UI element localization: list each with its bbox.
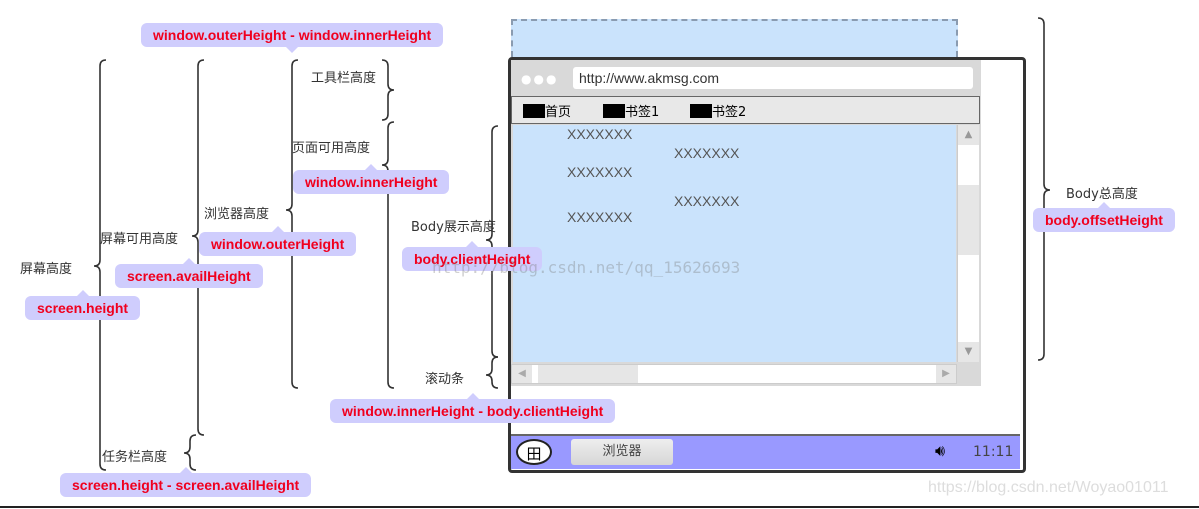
folder-icon [603,104,625,118]
content-text: XXXXXXX [567,126,633,142]
scroll-down-icon[interactable]: ▼ [958,342,979,362]
curly-brace [191,59,205,436]
bookmark-home[interactable]: 首页 [523,101,571,120]
scroll-thumb-h[interactable] [538,365,638,383]
folder-icon [690,104,712,118]
horizontal-scrollbar[interactable]: ◀ ▶ [511,364,957,384]
taskbar-app-browser[interactable]: 浏览器 [571,439,673,465]
curly-brace [1037,17,1051,361]
pill-outer-height: window.outerHeight [199,226,357,256]
label-body-display-height: Body展示高度 [411,220,496,235]
scroll-thumb[interactable] [958,185,979,255]
taskbar: 田 浏览器 🔊︎ 11:11 [511,434,1020,469]
content-text: XXXXXXX [567,209,633,225]
pill-client-height: body.clientHeight [402,241,543,271]
label-avail-height: 屏幕可用高度 [100,232,179,247]
window-dots: ●●● [521,72,559,86]
start-button[interactable]: 田 [516,439,552,465]
pill-screen-minus-avail: screen.height - screen.availHeight [60,467,312,497]
curly-brace [381,121,395,389]
pill-outer-minus-inner: window.outerHeight - window.innerHeight [141,23,444,53]
vertical-scrollbar[interactable]: ▲ ▼ [957,125,979,362]
label-page-usable-height: 页面可用高度 [292,141,371,156]
bookmark-1[interactable]: 书签1 [603,101,659,120]
browser-window: ●●● http://www.akmsg.com 首页 书签1 书签2 XXXX… [511,60,981,386]
watermark: https://blog.csdn.net/Woyao01011 [928,479,1169,496]
watermark: http://blog.csdn.net/qq_15626693 [432,258,741,277]
curly-brace [93,59,107,471]
curly-brace [485,356,499,389]
label-body-total-height: Body总高度 [1066,187,1138,202]
curly-brace [183,434,197,471]
content-text: XXXXXXX [674,193,740,209]
curly-brace [485,125,499,358]
pill-inner-minus-client: window.innerHeight - body.clientHeight [330,393,616,423]
label-browser-height: 浏览器高度 [204,207,270,222]
label-toolbar-height: 工具栏高度 [311,71,377,86]
address-bar[interactable]: http://www.akmsg.com [573,67,973,89]
clock: 11:11 [973,444,1014,460]
pill-screen-height: screen.height [25,290,141,320]
body-overflow-region [511,19,958,57]
label-taskbar-height: 任务栏高度 [102,450,168,465]
content-text: XXXXXXX [567,164,633,180]
bookmark-2[interactable]: 书签2 [690,101,746,120]
speaker-icon[interactable]: 🔊︎ [935,441,946,460]
curly-brace [381,59,395,121]
scroll-up-icon[interactable]: ▲ [958,125,979,145]
bottom-border [0,506,1199,508]
page-content: XXXXXXX XXXXXXX XXXXXXX XXXXXXX XXXXXXX [513,125,956,362]
label-scrollbar: 滚动条 [425,372,465,387]
scroll-right-icon[interactable]: ▶ [936,365,956,383]
folder-icon [523,104,545,118]
curly-brace [285,59,299,389]
pill-inner-height: window.innerHeight [293,164,450,194]
bookmarks-bar: 首页 书签1 书签2 [511,96,980,124]
pill-offset-height: body.offsetHeight [1033,202,1175,232]
content-text: XXXXXXX [674,145,740,161]
pill-avail-height: screen.availHeight [115,258,263,288]
scroll-left-icon[interactable]: ◀ [512,365,532,383]
label-screen-height: 屏幕高度 [20,262,73,277]
url-text: http://www.akmsg.com [579,70,720,86]
